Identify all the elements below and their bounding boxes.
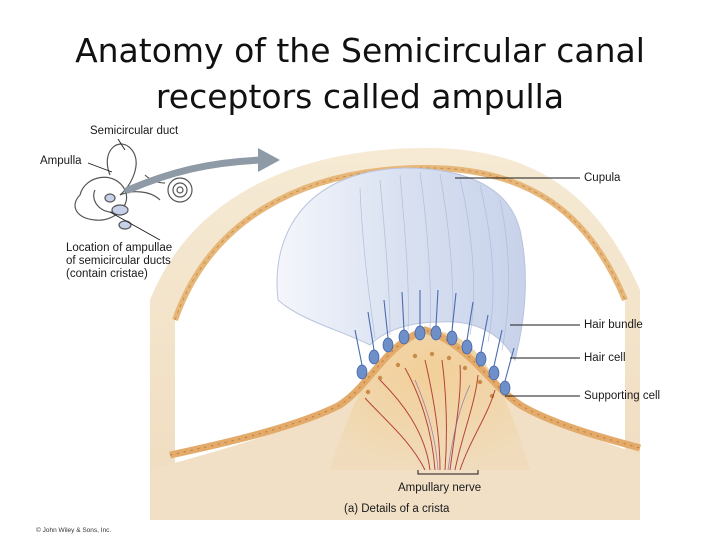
title-line-1: Anatomy of the Semicircular canal: [75, 31, 645, 70]
cupula-streaks: [359, 171, 509, 351]
pointer-arrow: [124, 156, 266, 194]
label-location-line-1: Location of ampullae: [66, 242, 173, 254]
cupula: [276, 167, 526, 362]
label-location: Location of ampullae of semicircular duc…: [66, 242, 172, 281]
hair-bundles: [354, 289, 515, 382]
label-location-line-3: (contain cristae): [66, 268, 148, 280]
label-cupula: Cupula: [584, 172, 621, 184]
hair-cells: [356, 325, 511, 396]
label-ampullary-nerve: Ampullary nerve: [398, 482, 482, 494]
figure-caption: (a) Details of a crista: [344, 503, 450, 515]
label-semicircular-duct: Semicircular duct: [90, 125, 179, 137]
slide-title: Anatomy of the Semicircular canal recept…: [0, 28, 720, 120]
label-hair-cell: Hair cell: [584, 352, 626, 364]
leader-lines: [87, 138, 580, 397]
label-hair-bundle: Hair bundle: [584, 319, 643, 331]
label-location-line-2: of semicircular ducts: [66, 255, 171, 267]
nerve-bracket: [417, 470, 479, 475]
label-supporting-cell: Supporting cell: [584, 390, 661, 402]
copyright-notice: © John Wiley & Sons, Inc.: [36, 527, 112, 534]
supporting-cells: [365, 351, 495, 399]
ampullary-nerve-fibers: [364, 359, 496, 471]
title-line-2: receptors called ampulla: [155, 77, 565, 116]
inner-ear-inset: [74, 143, 193, 230]
label-ampulla: Ampulla: [40, 155, 82, 167]
